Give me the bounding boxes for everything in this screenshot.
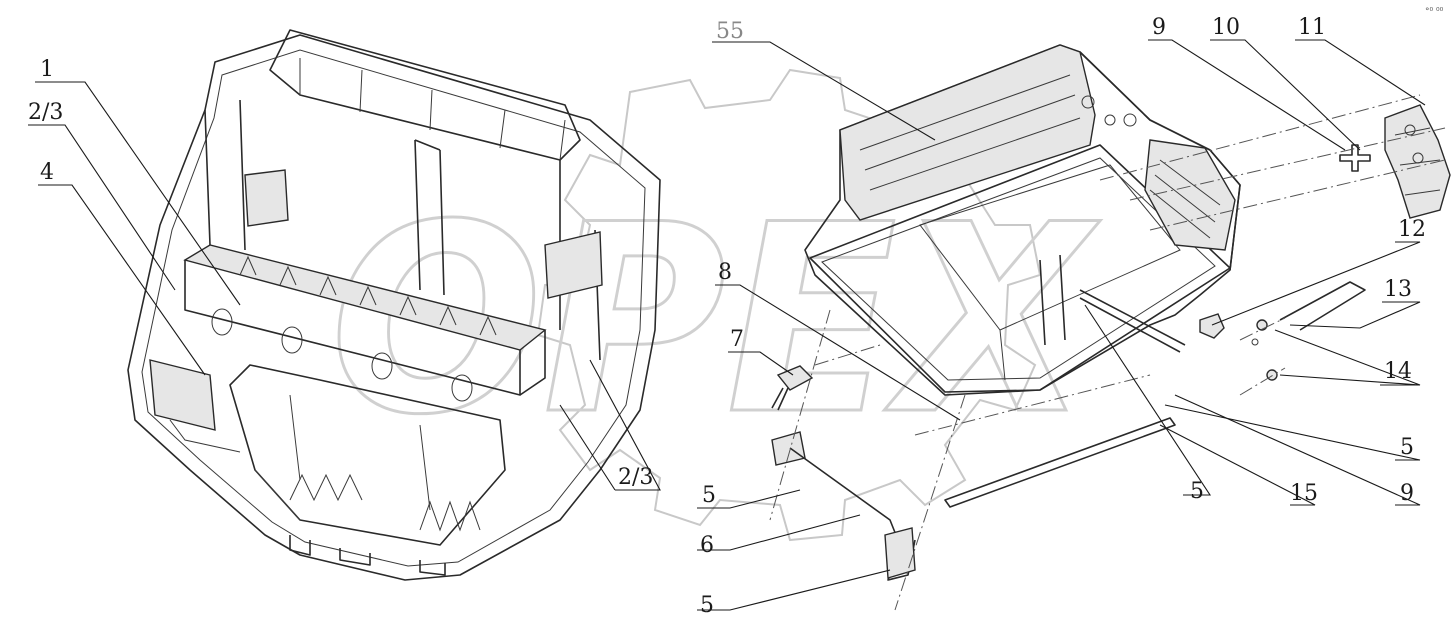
- callout-15: 15: [1290, 481, 1318, 506]
- part-15-rod: [944, 417, 1176, 508]
- left-housing-outer-rim: [127, 34, 661, 581]
- callout-2-3-right: 2/3: [618, 465, 653, 490]
- callout-10: 10: [1212, 15, 1240, 40]
- part-14-plugs: [1256, 319, 1278, 381]
- callout-55: 55: [716, 19, 744, 44]
- callout-13: 13: [1384, 277, 1412, 302]
- callout-5-right: 5: [1400, 435, 1414, 460]
- leader-lines: [28, 39, 1426, 611]
- callout-14: 14: [1384, 359, 1412, 384]
- part-12-fitting: [1199, 313, 1259, 346]
- callouts: 1 2/3 4 2/3 55 9 10 11 12 13 14 8 7 5 5 …: [28, 15, 1426, 618]
- left-housing-divider: [414, 139, 445, 296]
- left-housing-beam-teeth: [239, 255, 497, 336]
- callout-5-center: 5: [1190, 479, 1204, 504]
- right-housing-opening: [809, 144, 1231, 393]
- left-housing-inner-rim: [141, 49, 646, 567]
- left-housing: [127, 29, 661, 581]
- callout-11: 11: [1298, 15, 1326, 40]
- right-housing: [804, 44, 1241, 396]
- part-6-bracket: [771, 431, 916, 581]
- part-11-actuator: [1384, 104, 1451, 219]
- part-7-lever: [771, 365, 814, 411]
- callout-9-bottom: 9: [1400, 481, 1414, 506]
- assembly-axes: [769, 94, 1446, 611]
- callout-4: 4: [40, 160, 54, 185]
- callout-8: 8: [718, 260, 732, 285]
- left-housing-truss-ribs: [289, 473, 481, 532]
- callout-5-left: 5: [702, 483, 716, 508]
- part-13-rod: [1279, 281, 1366, 331]
- callout-5-bottom: 5: [700, 593, 714, 618]
- callout-12: 12: [1398, 217, 1426, 242]
- corner-mark: °⁰ ⁰⁰: [1425, 7, 1444, 17]
- left-housing-back-wall: [269, 29, 581, 161]
- callout-2-3-left: 2/3: [28, 100, 63, 125]
- callout-9-top: 9: [1152, 15, 1166, 40]
- shaft: [1079, 289, 1186, 353]
- callout-7: 7: [730, 327, 744, 352]
- part-10-gear: [1339, 144, 1371, 172]
- left-housing-bosses: [211, 308, 473, 402]
- callout-6: 6: [700, 533, 714, 558]
- callout-1: 1: [40, 57, 54, 82]
